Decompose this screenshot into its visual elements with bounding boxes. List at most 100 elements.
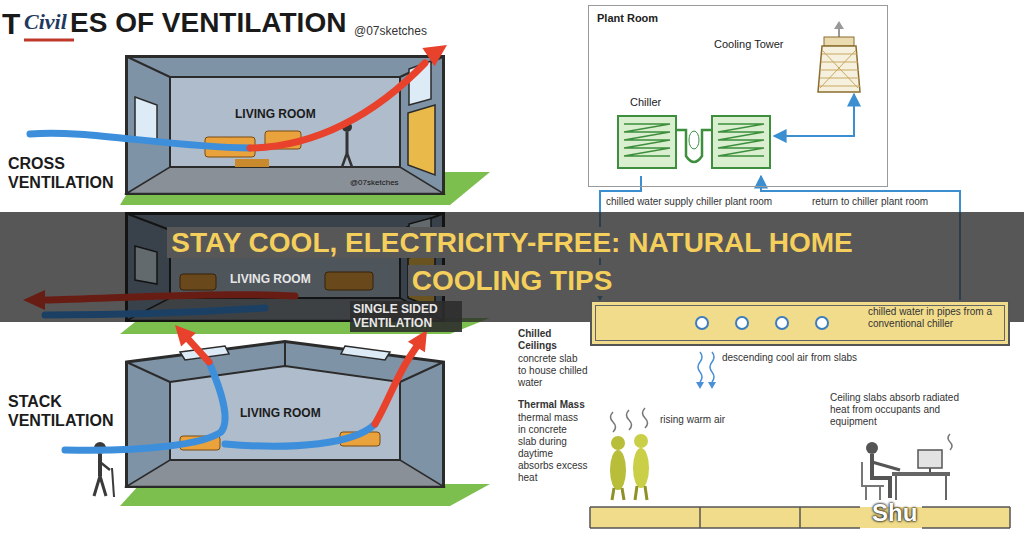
annotation-heading: Chilled Ceilings: [518, 328, 588, 352]
drawing-part: [710, 352, 714, 382]
label-holder: chilled water supply chiller plant room: [606, 196, 772, 208]
drawing-part: [65, 362, 225, 450]
drawing-part: [235, 159, 269, 167]
drawing-part: [776, 317, 788, 329]
annotation-text: descending cool air from slabs: [722, 352, 857, 364]
drawing-part: [614, 110, 774, 174]
drawing-part: [346, 132, 349, 153]
drawing-part: [94, 476, 100, 496]
drawing-part: [872, 462, 900, 470]
drawing-part: [135, 246, 157, 284]
label-holder: T: [2, 6, 20, 42]
drawing-part: [590, 506, 860, 508]
title-fragment: ES OF VENTILATION: [70, 6, 346, 40]
label-holder: ES OF VENTILATION: [70, 6, 346, 40]
drawing-part: [590, 507, 1010, 528]
label-holder: @07sketches: [350, 178, 399, 188]
title-fragment: T: [2, 6, 20, 42]
label-holder: descending cool air from slabs: [722, 352, 857, 364]
drawing-part: [838, 28, 840, 37]
drawing-part: [627, 410, 632, 430]
drawing-part: [635, 486, 637, 500]
label-holder: thermal mass in concrete slab during day…: [518, 412, 588, 484]
drawing-part: [24, 39, 74, 42]
drawing-part: [127, 214, 171, 231]
ventilation-type-label: SINGLE SIDED VENTILATION: [350, 301, 462, 332]
drawing-part: [30, 133, 250, 148]
drawing-part: [100, 476, 106, 496]
label-holder: Shu: [872, 499, 917, 528]
room-label: LIVING ROOM: [240, 406, 321, 420]
annotation-text: concrete slab to house chilled water: [518, 353, 588, 389]
drawing-part: [895, 476, 897, 500]
label-holder: @07sketches: [354, 24, 427, 38]
drawing-part: [225, 424, 375, 446]
cooling-tower: Cooling Tower: [714, 24, 879, 94]
cooling-tower-label: Cooling Tower: [714, 38, 784, 51]
ventilation-type-label: CROSS VENTILATION: [8, 154, 143, 192]
drawing-part: [422, 45, 447, 66]
label-holder: Thermal Mass: [518, 399, 588, 411]
overlay-title: STAY COOL, ELECTRICITY-FREE: NATURAL HOM…: [167, 227, 856, 296]
drawing-part: [610, 450, 626, 490]
drawing-part: [127, 460, 444, 487]
room-box: LIVING ROOM: [125, 340, 445, 488]
drawing-part: [622, 488, 624, 500]
label-holder: SINGLE SIDED VENTILATION: [350, 301, 462, 332]
drawing-part: [892, 472, 950, 476]
drawing-part: [375, 346, 417, 424]
ventilation-type-label: STACK VENTILATION: [8, 392, 143, 430]
drawing-part: [824, 37, 854, 46]
annotation-text: rising warm air: [660, 414, 725, 426]
drawing-part: [170, 366, 400, 460]
drawing-part: [612, 488, 614, 500]
room-label: LIVING ROOM: [230, 272, 311, 286]
drawing-part: [408, 105, 435, 175]
drawing-part: [624, 124, 670, 156]
label-holder: Civil: [24, 9, 67, 35]
label-holder: STACK VENTILATION: [8, 392, 143, 430]
drawing-part: [189, 340, 209, 362]
drawing-part: [175, 325, 196, 346]
pipe-label: return to chiller plant room: [812, 196, 928, 208]
drawing-part: [127, 362, 171, 382]
watermark: Shu: [872, 499, 917, 528]
drawing-part: [347, 153, 352, 167]
label-holder: Ceiling slabs absorb radiated heat from …: [830, 392, 970, 428]
room-drawing: [125, 55, 445, 195]
drawing-part: [643, 408, 648, 428]
label-holder: concrete slab to house chilled water: [518, 353, 588, 389]
drawing-part: [708, 382, 716, 389]
drawing-part: [689, 131, 699, 149]
pipe-label: chilled water supply chiller plant room: [606, 196, 772, 208]
chiller-unit: Chiller: [614, 96, 774, 176]
drawing-part: [814, 24, 869, 94]
drawing-part: [862, 462, 884, 500]
drawing-part: [633, 448, 649, 488]
drawing-part: [696, 382, 704, 389]
annotation-text: thermal mass in concrete slab during day…: [518, 412, 588, 484]
title-holder: STAY COOL, ELECTRICITY-FREE: NATURAL HOM…: [167, 226, 857, 302]
drawing-part: [325, 272, 373, 290]
drawing-part: [127, 57, 171, 78]
chiller-label: Chiller: [630, 96, 661, 109]
drawing-part: [408, 330, 427, 352]
pipe-connector: [774, 94, 854, 136]
annotation-heading: Thermal Mass: [518, 399, 588, 411]
drawing-part: [43, 295, 295, 300]
drawing-part: [698, 352, 702, 382]
drawing-part: [696, 317, 708, 329]
drawing-part: [922, 506, 1010, 508]
plant-room-label: Plant Room: [597, 12, 658, 25]
label-holder: return to chiller plant room: [812, 196, 928, 208]
drawing-part: [589, 507, 591, 528]
annotation-text: Ceiling slabs absorb radiated heat from …: [830, 392, 970, 428]
label-holder: Chilled Ceilings: [518, 328, 588, 352]
logo-text: Civil: [24, 9, 67, 35]
drawing-part: [341, 346, 390, 360]
drawing-part: [736, 317, 748, 329]
ceiling-slab: chilled water in pipes from a convention…: [590, 300, 1010, 346]
drawing-part: [634, 434, 648, 448]
watermark-handle: @07sketches: [350, 178, 399, 188]
